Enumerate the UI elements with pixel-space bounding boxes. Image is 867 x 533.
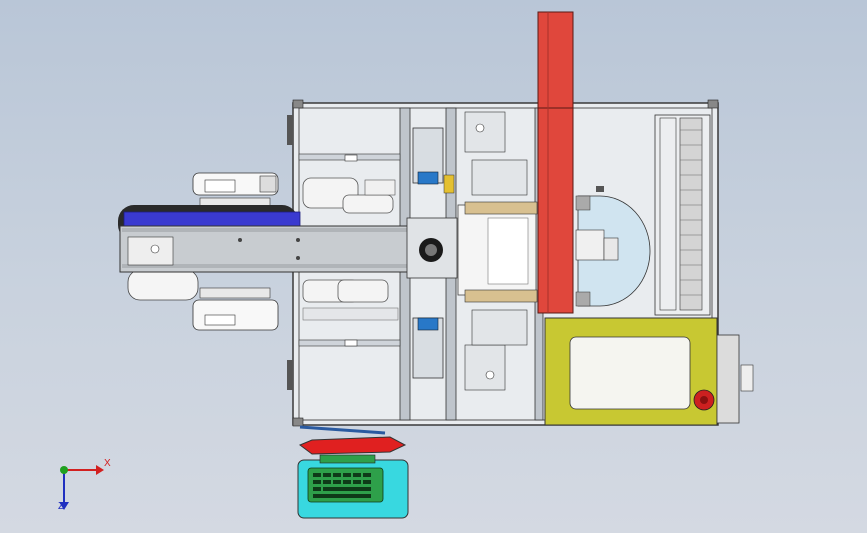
triad-icon (59, 465, 104, 510)
x-axis-label: X (104, 458, 111, 469)
center-station (457, 111, 538, 391)
lower-left-bay (302, 279, 399, 347)
rotary-table (575, 186, 651, 307)
drag-chain (654, 114, 711, 316)
keyboard-icon (307, 467, 384, 503)
red-gantry-beam (537, 11, 574, 314)
linear-modules (412, 127, 455, 379)
left-conveyor (118, 172, 458, 331)
upper-left-bay (302, 154, 396, 214)
monitor-icon (299, 436, 407, 455)
electrical-panel (544, 317, 754, 426)
operator-station (297, 425, 409, 519)
z-axis-label: Z (58, 501, 65, 512)
